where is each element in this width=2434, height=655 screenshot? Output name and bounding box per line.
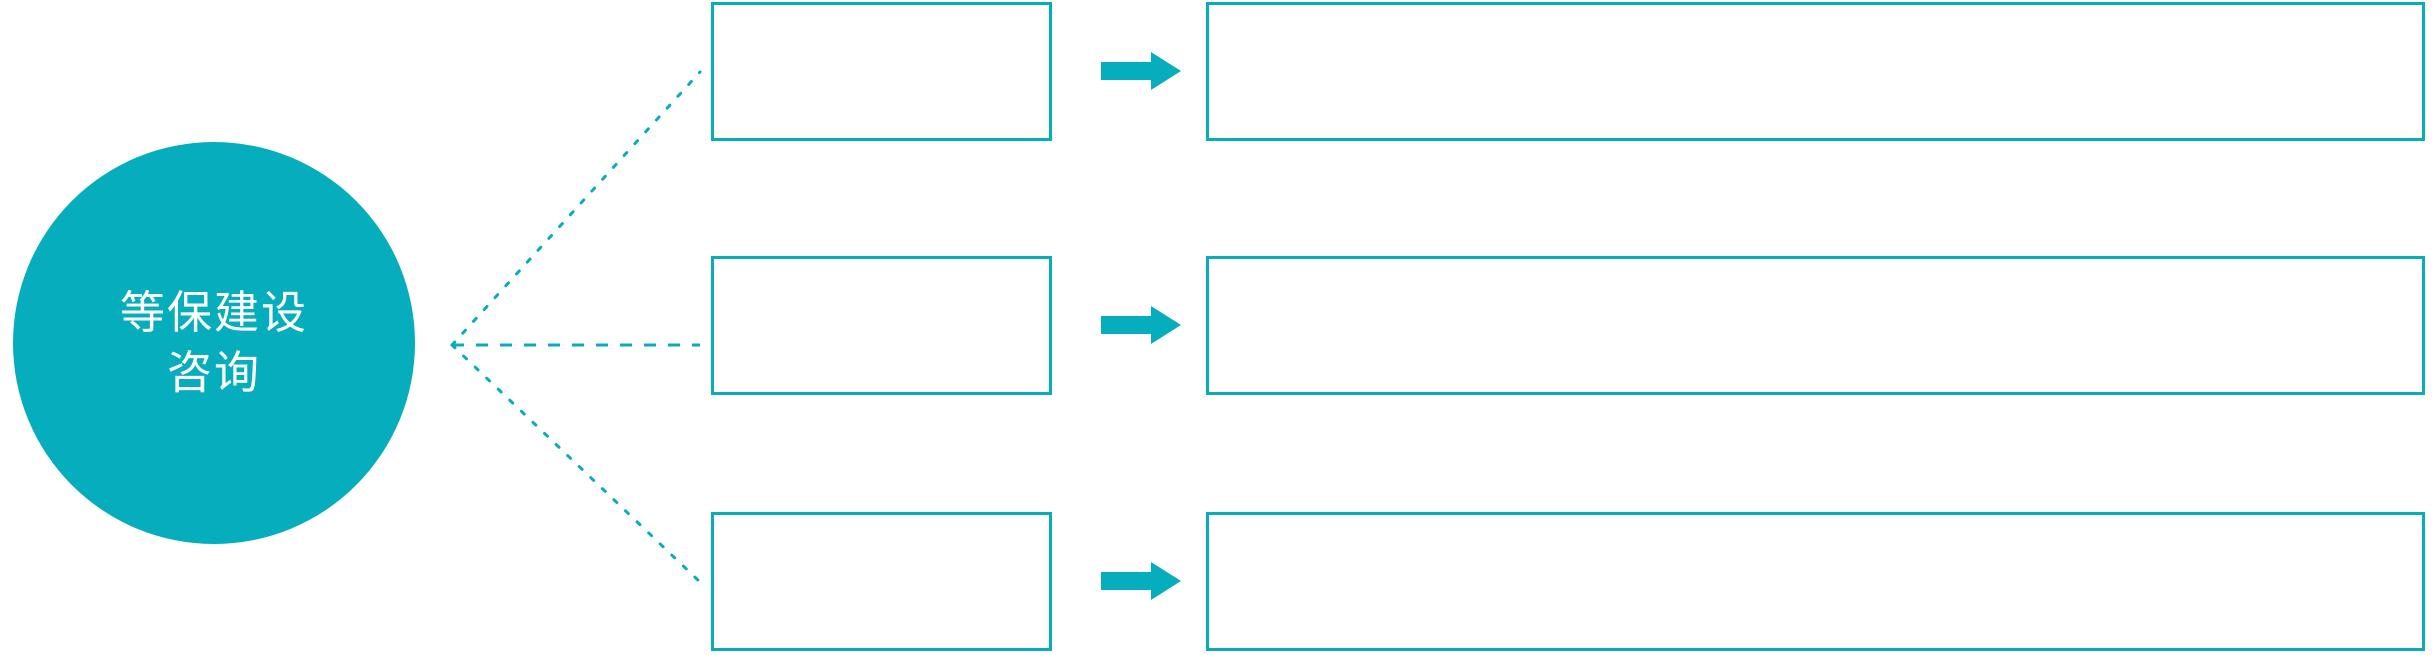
detail-box-row-3[interactable] bbox=[1206, 512, 2425, 651]
stage-box-row-2[interactable] bbox=[711, 256, 1052, 395]
hub-circle[interactable]: 等保建设 咨询 bbox=[13, 142, 415, 544]
connector-line-row-1 bbox=[450, 70, 702, 347]
right-block-arrow-icon-row-3 bbox=[1101, 562, 1181, 600]
right-block-arrow-icon-row-2 bbox=[1101, 306, 1181, 344]
detail-box-row-1[interactable] bbox=[1206, 2, 2425, 141]
stage-box-row-3[interactable] bbox=[711, 512, 1052, 651]
detail-box-row-2[interactable] bbox=[1206, 256, 2425, 395]
connector-line-row-3 bbox=[450, 343, 702, 584]
right-block-arrow-icon-row-1 bbox=[1101, 52, 1181, 90]
hub-label: 等保建设 咨询 bbox=[119, 287, 308, 398]
stage-box-row-1[interactable] bbox=[711, 2, 1052, 141]
